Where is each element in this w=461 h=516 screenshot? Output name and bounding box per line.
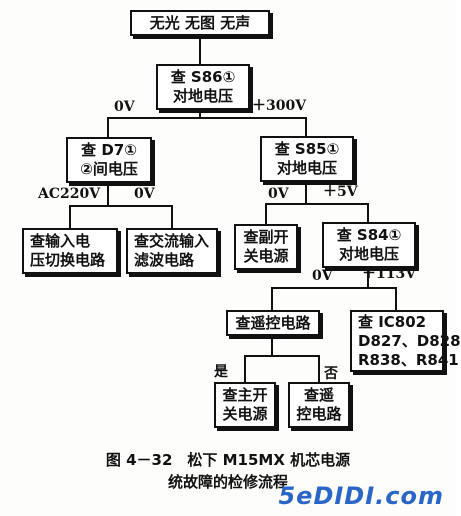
node-text-line: 查 S86① — [170, 68, 236, 86]
node-check-aux-supply: 查副开关电源 — [234, 224, 298, 270]
connector-line — [200, 117, 307, 136]
site-watermark: 5eDIDI.com — [278, 482, 444, 510]
node-text-line: 压切换电路 — [30, 251, 106, 269]
node-text-line: R838、R841 — [358, 350, 459, 369]
node-text-line: 对地电压 — [172, 87, 233, 105]
node-check-input-switch: 查输入电压切换电路 — [22, 228, 118, 274]
node-text-line: 查主开 — [222, 386, 268, 404]
node-text-line: 查 D7① — [81, 141, 137, 159]
node-text-line: 查副开 — [243, 228, 289, 246]
node-text-line: 查交流输入 — [134, 232, 210, 250]
node-text-line: 查 IC802 — [358, 312, 427, 331]
label-d7-ac220v: AC220V — [38, 186, 101, 202]
node-no-picture-no-sound: 无光 无图 无声 — [130, 10, 270, 36]
node-text-line: 控电路 — [296, 405, 342, 423]
connector-line — [368, 287, 397, 310]
label-s84-113v: ＋113V — [362, 266, 417, 282]
node-text-line: 滤波电路 — [134, 251, 195, 269]
node-check-remote: 查遥控电路 — [226, 310, 320, 336]
connector-line — [306, 203, 369, 222]
label-s84-0v: 0V — [312, 268, 333, 284]
node-check-remote-2: 查遥控电路 — [288, 382, 350, 428]
node-text-line: 查输入电 — [30, 232, 91, 250]
connector-line — [272, 355, 320, 382]
connector-line — [244, 336, 273, 382]
connector-line — [69, 183, 109, 228]
label-remote-no: 否 — [324, 366, 338, 382]
node-text-line: 查遥控电路 — [235, 313, 311, 332]
node-text-line: 查 S84① — [336, 226, 402, 244]
node-text-line: ②间电压 — [80, 160, 138, 178]
label-d7-0v: 0V — [134, 186, 155, 202]
label-s86-300v: ＋300V — [252, 98, 307, 114]
node-check-ac-filter: 查交流输入滤波电路 — [126, 228, 218, 274]
node-text-line: 对地电压 — [276, 159, 337, 177]
label-s86-0v: 0V — [114, 99, 135, 115]
node-text-line: 无光 无图 无声 — [149, 13, 251, 32]
node-text-line: 关电源 — [222, 405, 268, 423]
node-text-line: 关电源 — [243, 247, 289, 265]
label-s85-5v: ＋5V — [323, 184, 358, 200]
label-remote-yes: 是 — [214, 364, 228, 380]
figure-caption-line-2: 统故障的检修流程 — [167, 473, 288, 491]
node-text-line: 对地电压 — [338, 245, 399, 263]
label-s85-0v: 0V — [268, 186, 289, 202]
connector-line — [108, 205, 173, 228]
connector-line — [265, 182, 307, 224]
node-text-line: D827、D828 — [358, 331, 461, 350]
connector-line — [107, 110, 201, 137]
node-check-main-supply: 查主开关电源 — [214, 382, 276, 428]
node-text-line: 查 S85① — [274, 140, 340, 158]
node-text-line: 查遥 — [303, 386, 334, 404]
figure-caption-line-1: 图 4－32 松下 M15MX 机芯电源 — [105, 451, 351, 469]
connector-line — [271, 268, 369, 310]
